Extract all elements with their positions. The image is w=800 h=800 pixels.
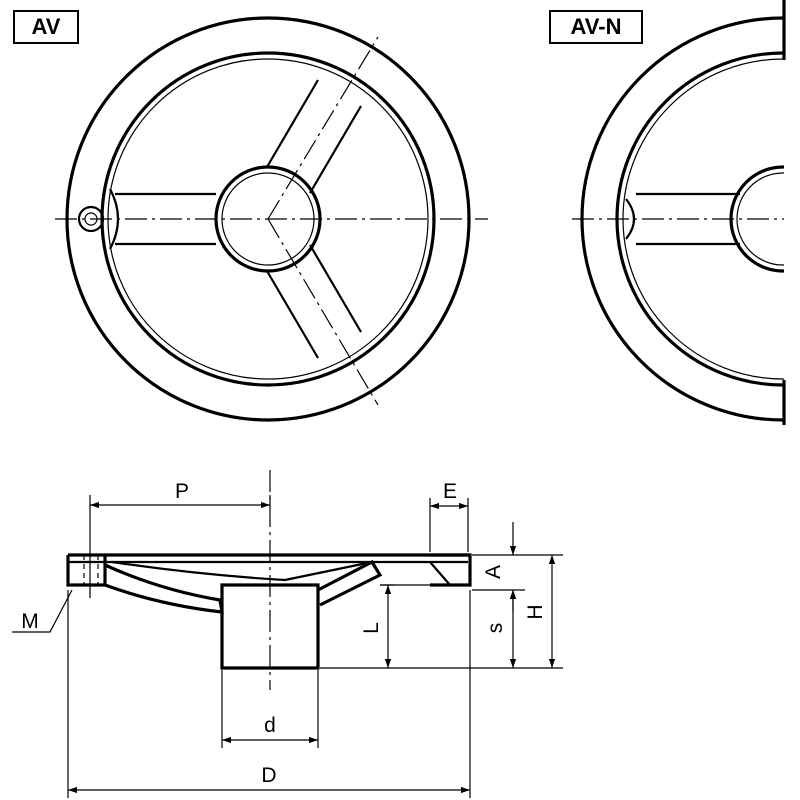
spoke-right-profile [317, 559, 383, 607]
dim-label-d-small: d [264, 714, 276, 737]
spoke-upper-band [111, 560, 286, 582]
dim-label-m: M [21, 610, 39, 633]
dimension-m-leader [12, 589, 73, 633]
dim-label-l: L [360, 622, 383, 634]
dim-label-s: s [484, 623, 507, 634]
handwheel-side-view [66, 470, 472, 690]
spoke-centerline-upper [267, 36, 379, 220]
dimension-lines [12, 495, 563, 798]
hub-bore-avn [736, 172, 784, 266]
hub-outer-avn [729, 165, 784, 273]
rim-inner-bevel [107, 58, 429, 380]
rim-outer-edge [65, 16, 471, 422]
spoke-left-profile [104, 563, 224, 614]
rim-notch-avn [625, 198, 636, 240]
hub-outer [214, 165, 322, 273]
handwheel-av-top-view [55, 16, 488, 422]
hub-profile [220, 583, 320, 670]
view-label-av-n: AV-N [549, 10, 643, 44]
view-label-av: AV [13, 10, 79, 44]
dim-label-e: E [443, 480, 457, 503]
spoke-upper-right [266, 79, 362, 194]
spoke-lower-right [266, 244, 362, 359]
handle-boss-notch [109, 188, 120, 250]
dim-label-a: A [482, 565, 505, 579]
rim-left-end [66, 555, 107, 587]
hub-bore [221, 172, 315, 266]
dim-label-p: P [175, 480, 189, 503]
dim-label-h: H [524, 604, 547, 619]
spoke-left [115, 192, 216, 246]
handle-hole-outer [77, 205, 105, 233]
handle-hole-inner [84, 212, 98, 226]
handwheel-av-n-top-view [572, 16, 784, 422]
spoke-centerline-lower [267, 218, 379, 406]
dim-label-d-large: D [261, 764, 276, 787]
